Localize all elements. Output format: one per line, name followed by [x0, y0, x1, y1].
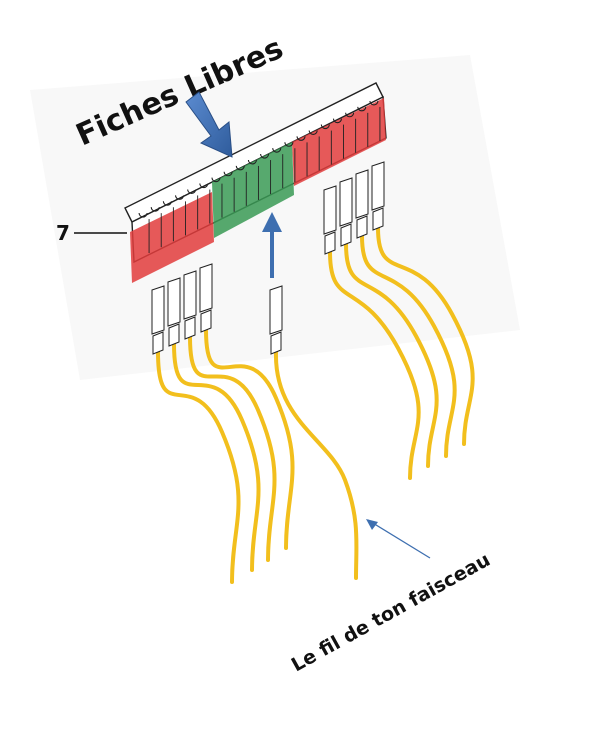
slot-hole	[138, 212, 148, 218]
terminal-pin	[199, 263, 213, 333]
terminal-pin	[323, 185, 337, 255]
slot-hole	[320, 124, 330, 130]
wire	[172, 342, 261, 572]
down-arrow-icon	[185, 91, 233, 158]
connector-block	[124, 82, 387, 283]
occupied-slots-right	[292, 98, 386, 186]
slot-hole	[174, 195, 185, 200]
slot-hole	[150, 207, 160, 212]
wire	[344, 242, 439, 468]
slot-details	[138, 100, 381, 254]
slot-hole	[247, 159, 257, 165]
up-arrow-icon	[262, 212, 282, 278]
wire	[376, 226, 475, 446]
slot-hole	[223, 171, 233, 177]
wire-caption: Le fil de ton faisceau	[288, 549, 494, 677]
wire	[273, 350, 359, 580]
terminal-pin	[151, 285, 165, 355]
slot-hole	[308, 130, 318, 135]
slot-hole	[369, 100, 379, 106]
slot-hole	[357, 106, 367, 112]
slot-hole	[162, 201, 172, 206]
slot-hole	[272, 148, 282, 153]
occupied-slots-left	[130, 192, 214, 283]
slot-hole	[332, 118, 343, 124]
terminal-pin	[355, 169, 369, 239]
slot-hole	[296, 136, 306, 141]
slot-hole	[260, 153, 270, 159]
wire	[156, 350, 241, 584]
wire	[360, 234, 457, 458]
free-slots	[212, 142, 294, 238]
wire	[188, 335, 277, 562]
slot-hole	[199, 183, 209, 189]
wire	[204, 328, 295, 550]
slot-hole	[235, 165, 245, 171]
terminal-pin	[371, 161, 385, 231]
slot-hole	[284, 142, 294, 147]
slot-hole	[345, 112, 355, 118]
wire	[328, 250, 421, 480]
part-callout: 7	[56, 221, 127, 245]
slot-hole	[187, 189, 197, 194]
terminal-pin	[183, 270, 197, 340]
wire-group	[151, 161, 475, 584]
slot-hole	[211, 177, 221, 183]
pointer-arrow-icon	[366, 519, 431, 559]
terminal-pin	[167, 277, 181, 347]
part-number: 7	[56, 221, 70, 245]
terminal-pin	[339, 177, 353, 247]
terminal-pin	[269, 285, 283, 355]
